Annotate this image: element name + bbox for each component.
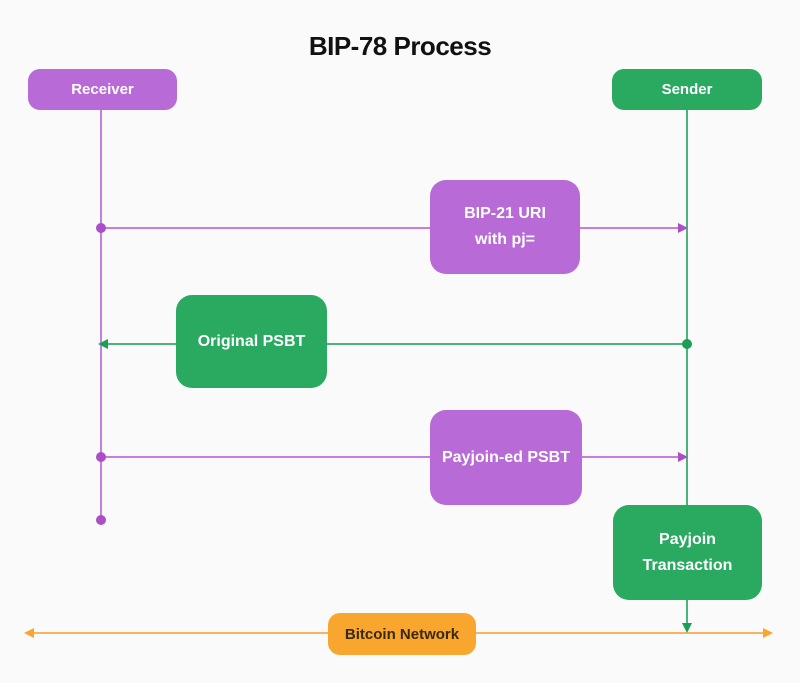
arrowhead-right-icon xyxy=(763,628,773,638)
sender-node: Sender xyxy=(612,69,762,110)
bip21-uri-label-line1: BIP-21 URI xyxy=(464,205,546,222)
receiver-lifeline xyxy=(100,110,102,520)
arrowhead-down-icon xyxy=(682,623,692,633)
payjoin-transaction-box: Payjoin Transaction xyxy=(613,505,762,600)
bip21-uri-label-line2: with pj= xyxy=(475,231,535,248)
arrowhead-left-icon xyxy=(98,339,108,349)
bitcoin-network-label: Bitcoin Network xyxy=(344,625,460,643)
arrow-bip21-uri xyxy=(101,227,680,229)
arrowhead-right-icon xyxy=(678,223,688,233)
original-psbt-label: Original PSBT xyxy=(197,332,306,350)
arrow-original-psbt xyxy=(104,343,687,345)
bitcoin-network-box: Bitcoin Network xyxy=(328,613,476,655)
arrowhead-left-icon xyxy=(24,628,34,638)
payjoined-origin-dot xyxy=(96,452,106,462)
payjoin-transaction-label-line2: Transaction xyxy=(642,556,733,574)
bip21-uri-box: BIP-21 URI with pj= xyxy=(430,180,580,274)
receiver-lifeline-end-dot xyxy=(96,515,106,525)
receiver-node: Receiver xyxy=(28,69,177,110)
payjoin-transaction-label-line1: Payjoin xyxy=(659,530,716,548)
payjoined-psbt-box: Payjoin-ed PSBT xyxy=(430,410,582,505)
payjoined-psbt-label: Payjoin-ed PSBT xyxy=(441,448,571,466)
sender-label: Sender xyxy=(661,81,713,98)
diagram-title: BIP-78 Process xyxy=(308,31,492,61)
arrowhead-right-icon xyxy=(678,452,688,462)
receiver-label: Receiver xyxy=(71,81,134,98)
original-psbt-box: Original PSBT xyxy=(176,295,327,388)
bip21-origin-dot xyxy=(96,223,106,233)
sender-lifeline xyxy=(686,110,688,624)
arrow-payjoined-psbt xyxy=(101,456,680,458)
original-psbt-origin-dot xyxy=(682,339,692,349)
